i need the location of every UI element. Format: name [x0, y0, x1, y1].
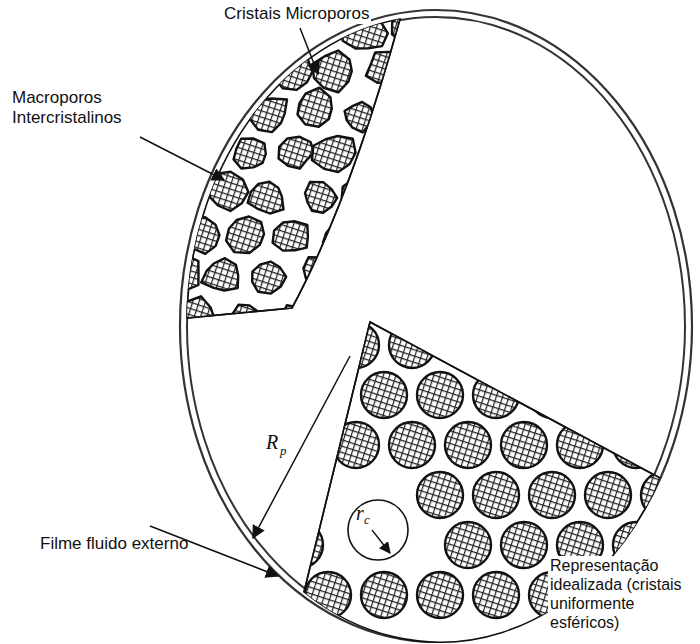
micropore-crystal [164, 16, 197, 44]
micropore-crystal [305, 182, 337, 213]
real-crystal-sector [187, 19, 400, 318]
micropore-crystal [208, 172, 249, 211]
spherical-crystal [641, 472, 687, 518]
micropore-crystal [303, 257, 334, 290]
micropore-crystal [414, 55, 448, 93]
spherical-crystal [529, 472, 575, 518]
spherical-crystal [305, 372, 351, 418]
micropore-crystal [322, 301, 358, 335]
spherical-crystal [445, 522, 491, 568]
spherical-crystal [277, 422, 323, 468]
micropore-crystal [211, 92, 248, 124]
micropore-crystal [413, 300, 449, 333]
spherical-crystal [305, 572, 351, 618]
micropore-crystal [366, 52, 403, 83]
pellet-radius-arrow [253, 356, 350, 538]
micropore-crystal [279, 137, 315, 169]
sector-edge [187, 19, 400, 318]
sector-edge [304, 322, 660, 592]
micropore-crystal [248, 182, 284, 214]
spherical-crystal [361, 372, 407, 418]
spherical-crystal [585, 372, 631, 418]
micropore-crystal [201, 258, 238, 290]
spherical-crystal [473, 472, 519, 518]
micropore-crystal [348, 259, 384, 289]
spherical-crystal [361, 572, 407, 618]
spherical-crystal [501, 322, 547, 368]
spherical-crystal [613, 322, 659, 368]
micropore-crystal [298, 88, 332, 127]
part-label: Filme fluido externo [40, 534, 188, 554]
spherical-crystal [501, 422, 547, 468]
spherical-crystal [277, 322, 323, 368]
part-label: Cristais Microporos [222, 4, 371, 24]
radius-symbol: R [266, 432, 278, 452]
leader-arrow [300, 28, 318, 74]
micropore-crystal [364, 223, 399, 250]
micropore-crystal [275, 55, 313, 90]
spherical-crystal [389, 422, 435, 468]
spherical-crystal [585, 472, 631, 518]
spherical-crystal [333, 322, 379, 368]
micropore-crystal [231, 57, 263, 87]
micropore-crystal [393, 266, 427, 295]
spherical-crystal [641, 372, 687, 418]
micropore-crystal [342, 177, 375, 206]
spherical-crystal [445, 422, 491, 468]
crystal-radius-circle [348, 500, 408, 560]
radius-subscript: p [280, 444, 287, 457]
micropore-crystal [372, 132, 406, 162]
spherical-crystal [417, 572, 463, 618]
micropore-crystal [391, 91, 430, 128]
spherical-crystal [501, 522, 547, 568]
note-label: Representação idealizada (cristais unifo… [548, 556, 696, 632]
micropore-crystal [312, 136, 356, 172]
micropore-crystal [182, 134, 221, 170]
micropore-crystal [323, 224, 358, 255]
micropore-crystal [415, 221, 447, 250]
micropore-crystal [234, 139, 266, 169]
external-film-outer [180, 10, 692, 642]
micropore-crystal [250, 99, 287, 133]
crystal-radius-arrow [372, 530, 390, 553]
spherical-crystal [445, 322, 491, 368]
spherical-crystal [557, 422, 603, 468]
radius-subscript: c [364, 513, 370, 526]
spherical-crystal [473, 372, 519, 418]
part-label: Macroporos Intercristalinos [12, 88, 147, 128]
micropore-crystal [185, 217, 220, 254]
micropore-crystal [273, 221, 308, 250]
micropore-crystal [156, 177, 194, 209]
spherical-crystal [473, 572, 519, 618]
micropore-crystal [252, 262, 286, 294]
spherical-crystal [417, 472, 463, 518]
micropore-crystal [313, 51, 352, 93]
micropore-crystal [415, 136, 454, 175]
spherical-crystal [417, 372, 463, 418]
micropore-crystal [345, 102, 374, 133]
leader-arrow [140, 137, 224, 180]
micropore-crystal [156, 97, 193, 135]
radius-symbol: r [356, 503, 364, 523]
micropore-crystal [166, 255, 199, 290]
micropore-crystal [179, 52, 224, 89]
micropore-crystal [226, 217, 264, 254]
spherical-crystal [557, 322, 603, 368]
micropore-crystal [279, 305, 315, 335]
spherical-crystal [613, 422, 659, 468]
micropore-crystal [392, 177, 422, 203]
micropore-crystal [231, 305, 264, 334]
